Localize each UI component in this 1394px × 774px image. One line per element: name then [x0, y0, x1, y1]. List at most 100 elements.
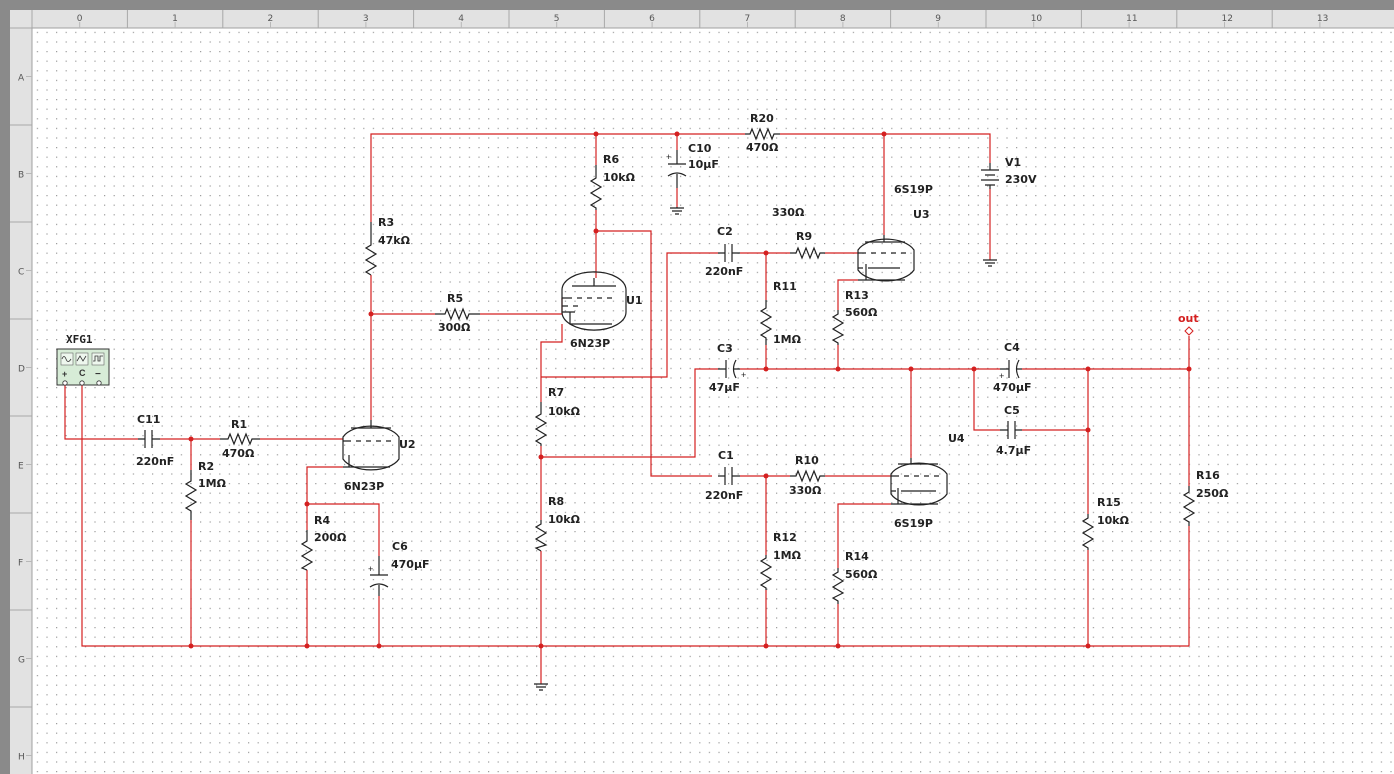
capacitor-c2[interactable] [718, 244, 740, 262]
resistor-r16[interactable] [1182, 486, 1196, 526]
r5-value: 300Ω [438, 321, 471, 334]
v1-ref: V1 [1005, 156, 1021, 169]
resistor-r5[interactable] [435, 307, 480, 321]
r2-value: 1MΩ [198, 477, 227, 490]
r9-ref: R9 [796, 230, 812, 243]
svg-text:C: C [79, 368, 86, 378]
u4-ref: U4 [948, 432, 965, 445]
r15-value: 10kΩ [1097, 514, 1130, 527]
resistor-r15[interactable] [1081, 514, 1095, 550]
ground-main [534, 683, 548, 691]
c10-value: 10µF [688, 158, 719, 171]
resistor-r1[interactable] [220, 432, 260, 446]
u4-value: 6S19P [894, 517, 933, 530]
r3-value: 47kΩ [378, 234, 411, 247]
ground-v1 [983, 259, 997, 267]
capacitor-c11[interactable] [138, 430, 160, 448]
resistor-r8[interactable] [534, 520, 548, 552]
c6-ref: C6 [392, 540, 408, 553]
function-generator-xfg1[interactable]: + C − XFG1 [56, 333, 110, 386]
ruler-row-label: A [18, 74, 25, 84]
c1-ref: C1 [718, 449, 734, 462]
resistor-r13[interactable] [831, 310, 845, 345]
v1-value: 230V [1005, 173, 1037, 186]
resistor-r9[interactable] [790, 246, 825, 260]
triangle-wave-icon [76, 355, 87, 362]
resistor-r4[interactable] [300, 530, 314, 571]
c11-ref: C11 [137, 413, 160, 426]
r11-ref: R11 [773, 280, 797, 293]
resistor-r7[interactable] [534, 402, 548, 446]
grid-dots [32, 28, 1394, 774]
ruler-column-label: 3 [363, 14, 369, 24]
capacitor-c3[interactable]: + [718, 359, 746, 380]
r4-ref: R4 [314, 514, 330, 527]
r6-value: 10kΩ [603, 171, 636, 184]
capacitor-c6[interactable]: + [368, 556, 389, 596]
svg-text:+: + [741, 370, 746, 380]
r7-ref: R7 [548, 386, 564, 399]
r15-ref: R15 [1097, 496, 1121, 509]
capacitor-c4[interactable]: + [999, 359, 1022, 381]
resistor-r12[interactable] [759, 555, 773, 590]
resistor-r2[interactable] [184, 470, 198, 520]
ruler-column-label: 7 [745, 14, 751, 24]
capacitor-c1[interactable] [718, 467, 740, 485]
ruler-column-label: 11 [1126, 14, 1137, 24]
c3-ref: C3 [717, 342, 733, 355]
r1-value: 470Ω [222, 447, 255, 460]
c11-value: 220nF [136, 455, 174, 468]
resistor-r11[interactable] [759, 300, 773, 345]
component-labels: C11 220nF R1 470Ω R2 1MΩ U2 6N23P R4 200… [136, 112, 1229, 581]
capacitor-c5[interactable] [1000, 421, 1022, 439]
c5-value: 4.7µF [996, 444, 1031, 457]
r11-value: 1MΩ [773, 333, 802, 346]
ruler-row-label: B [18, 171, 24, 181]
resistor-r3[interactable] [364, 222, 378, 276]
ruler-column-label: 4 [458, 14, 464, 24]
ruler-column-label: 12 [1222, 14, 1233, 24]
r10-ref: R10 [795, 454, 819, 467]
tube-u1[interactable] [561, 271, 627, 331]
r3-ref: R3 [378, 216, 394, 229]
output-probe[interactable]: out [1178, 312, 1199, 336]
c6-value: 470µF [391, 558, 430, 571]
square-wave-icon [93, 355, 103, 362]
ruler-row-label: H [18, 753, 25, 763]
resistor-r14[interactable] [831, 568, 845, 604]
dc-source-v1[interactable] [981, 163, 999, 189]
resistor-r10[interactable] [790, 469, 825, 483]
ruler-row-label: F [18, 559, 23, 569]
c5-ref: C5 [1004, 404, 1020, 417]
tube-u3[interactable] [857, 235, 915, 282]
resistor-r20[interactable] [745, 127, 780, 141]
r5-ref: R5 [447, 292, 463, 305]
r20-ref: R20 [750, 112, 774, 125]
resistor-r6[interactable] [589, 165, 603, 210]
capacitor-c10[interactable]: + [666, 150, 687, 188]
r13-value: 560Ω [845, 306, 878, 319]
ruler-row-label: E [18, 462, 24, 472]
r14-value: 560Ω [845, 568, 878, 581]
tube-u4[interactable] [890, 458, 948, 506]
svg-text:+: + [666, 152, 671, 162]
ruler-column-label: 6 [649, 14, 655, 24]
u1-ref: U1 [626, 294, 643, 307]
ruler-column-label: 1 [172, 14, 178, 24]
r8-ref: R8 [548, 495, 564, 508]
r13-ref: R13 [845, 289, 869, 302]
ruler-column-label: 2 [268, 14, 274, 24]
xfg1-label: XFG1 [66, 333, 93, 346]
r16-value: 250Ω [1196, 487, 1229, 500]
r12-value: 1MΩ [773, 549, 802, 562]
svg-text:+: + [368, 564, 373, 574]
tube-u2[interactable] [342, 420, 400, 471]
r4-value: 200Ω [314, 531, 347, 544]
c2-ref: C2 [717, 225, 733, 238]
u2-value: 6N23P [344, 480, 384, 493]
junctions [188, 131, 1192, 649]
c10-ref: C10 [688, 142, 712, 155]
